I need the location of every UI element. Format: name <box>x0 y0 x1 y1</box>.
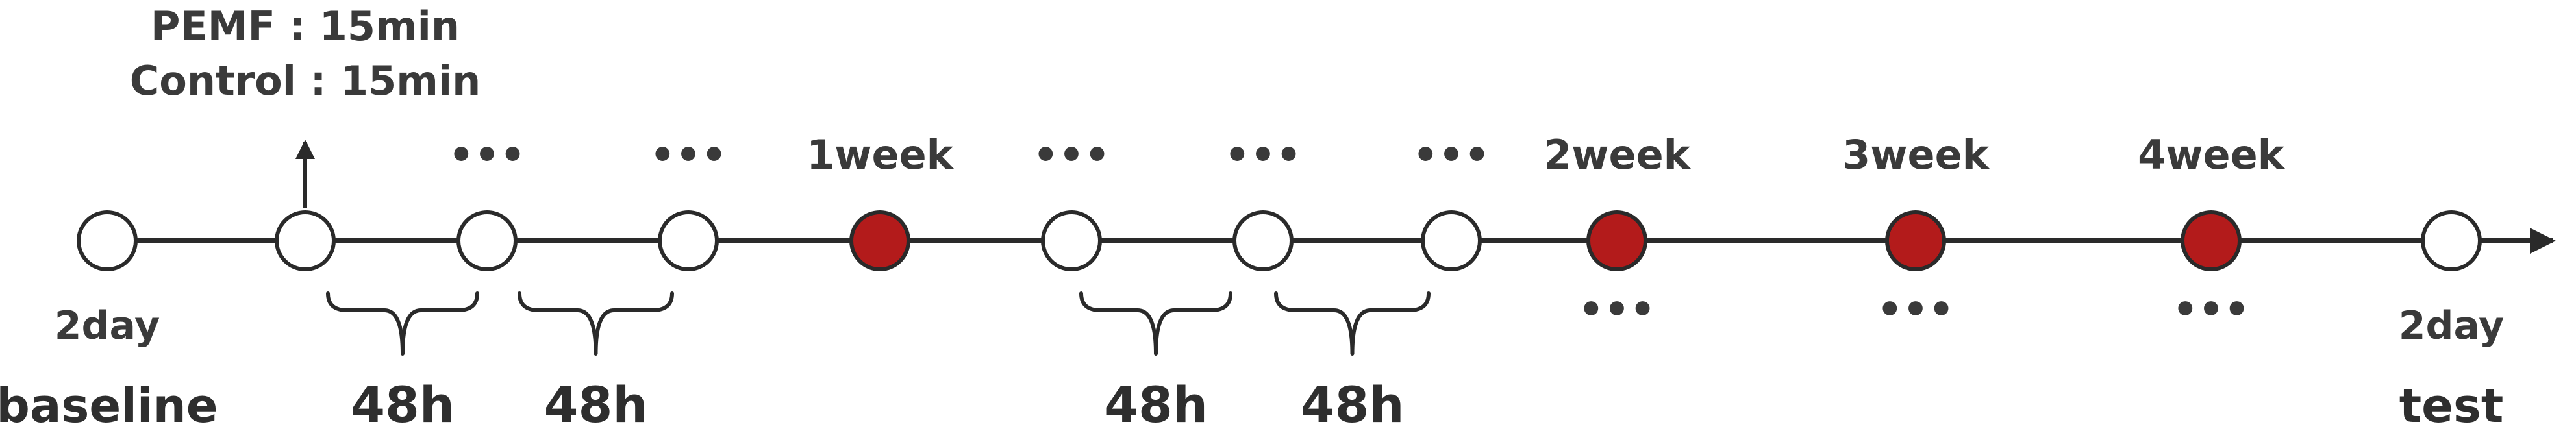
milestone-label-5: 1week <box>807 131 955 179</box>
timeline-labels: ••• ••• 1week ••• ••• ••• 2week ••• 3week ••• 4wee… <box>449 131 2286 333</box>
milestone-node-11 <box>2181 210 2242 271</box>
milestone-label-11: 4week <box>2138 131 2286 179</box>
interval-brace-1 <box>326 291 479 356</box>
interval-braces: 48h 48h 48h 48h <box>326 291 1431 431</box>
timeline-node-12 <box>2421 210 2482 271</box>
milestone-label-9: 2week <box>1544 131 1692 179</box>
ellipsis-above-3: ••• <box>449 131 526 179</box>
ellipsis-below-10: ••• <box>1877 286 1955 333</box>
timeline-node-4 <box>658 210 719 271</box>
interval-label-3: 48h <box>1104 376 1208 431</box>
timeline-node-7 <box>1232 210 1294 271</box>
milestone-label-10: 3week <box>1842 131 1990 179</box>
session-note-line1: PEMF : 15min <box>151 3 460 50</box>
end-duration-label: 2day <box>2399 303 2504 349</box>
ellipsis-above-7: ••• <box>1225 131 1302 179</box>
interval-label-1: 48h <box>351 376 455 431</box>
ellipsis-above-4: ••• <box>650 131 727 179</box>
timeline-node-2 <box>275 210 336 271</box>
end-label: test <box>2399 378 2504 431</box>
ellipsis-above-6: ••• <box>1033 131 1110 179</box>
interval-brace-2 <box>518 291 674 356</box>
timeline-nodes <box>77 140 2482 271</box>
timeline-node-6 <box>1041 210 1102 271</box>
milestone-node-5 <box>849 210 910 271</box>
timeline-node-3 <box>456 210 518 271</box>
timeline-node-1 <box>77 210 138 271</box>
start-label: baseline <box>0 378 218 431</box>
interval-label-2: 48h <box>544 376 648 431</box>
ellipsis-above-8: ••• <box>1413 131 1490 179</box>
milestone-node-10 <box>1885 210 1946 271</box>
timeline-node-8 <box>1421 210 1482 271</box>
milestone-node-9 <box>1586 210 1647 271</box>
interval-brace-3 <box>1079 291 1232 356</box>
interval-label-4: 48h <box>1301 376 1405 431</box>
ellipsis-below-9: ••• <box>1579 286 1656 333</box>
interval-brace-4 <box>1274 291 1431 356</box>
start-duration-label: 2day <box>55 303 160 349</box>
ellipsis-below-11: ••• <box>2173 286 2250 333</box>
session-note-line2: Control : 15min <box>130 57 481 105</box>
